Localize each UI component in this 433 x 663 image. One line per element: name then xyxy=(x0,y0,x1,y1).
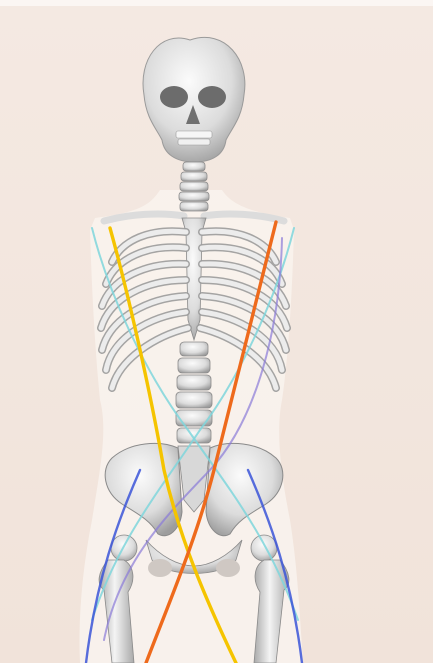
right-femoral-head xyxy=(251,535,277,561)
upper-teeth xyxy=(176,131,212,138)
cervical-spine xyxy=(179,162,209,211)
lower-teeth xyxy=(178,139,210,145)
left-obturator-foramen xyxy=(148,559,172,577)
top-edge-highlight xyxy=(0,0,433,6)
right-eye-socket xyxy=(198,86,226,108)
left-eye-socket xyxy=(160,86,188,108)
right-obturator-foramen xyxy=(216,559,240,577)
